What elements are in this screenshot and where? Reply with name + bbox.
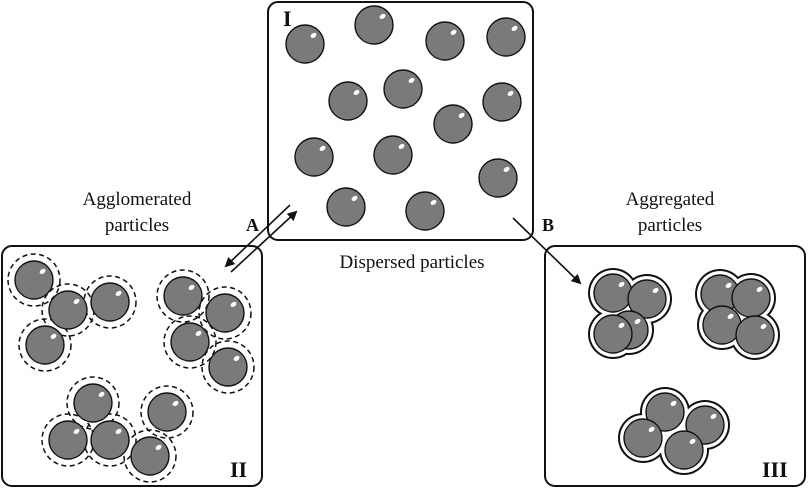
agglomerate-shell [66, 376, 120, 430]
aggregated-numeral: III [762, 457, 788, 482]
agglomerated-particle [48, 290, 88, 330]
aggregated-particle [735, 315, 775, 355]
dispersed-particle [328, 81, 368, 121]
aggregated-caption-line1: Aggregated [626, 189, 715, 210]
dispersed-caption: Dispersed particles [339, 252, 484, 273]
particle-layer [14, 5, 775, 476]
aggregated-particle [593, 273, 633, 313]
agglomerated-particle [90, 420, 130, 460]
agglomerated-numeral: II [230, 457, 247, 482]
agglomerated-caption-line1: Agglomerated [83, 189, 192, 210]
agglomerate-shell [140, 385, 194, 439]
agglomerated-particle [25, 325, 65, 365]
dispersed-particle [433, 104, 473, 144]
agglomerate-shell [156, 269, 210, 323]
agglomerated-particle [90, 282, 130, 322]
dispersed-particle [478, 158, 518, 198]
dispersed-particle [354, 5, 394, 45]
agglomerated-particle [163, 276, 203, 316]
arrow-b-label: B [542, 215, 554, 235]
aggregated-particle [664, 430, 704, 470]
agglomerated-caption-line2: particles [105, 215, 169, 236]
agglomerated-particle [130, 436, 170, 476]
aggregated-particle [593, 314, 633, 354]
agglomerate-shell [198, 286, 252, 340]
arrow-a-label: A [246, 215, 259, 235]
agglomerate-shell [7, 253, 61, 307]
aggregated-particle [623, 418, 663, 458]
dispersed-particle [383, 69, 423, 109]
agglomerated-particle [147, 392, 187, 432]
dispersed-particle [405, 191, 445, 231]
dispersed-particle [425, 21, 465, 61]
agglomerated-particle [205, 293, 245, 333]
agglomerate-shell [163, 315, 217, 369]
aggregated-particle [702, 305, 742, 345]
aggregated-caption-line2: particles [638, 215, 702, 236]
dispersed-particle [285, 24, 325, 64]
dispersed-particle [326, 187, 366, 227]
agglomerate-shell [201, 340, 255, 394]
dispersed-particle [486, 17, 526, 57]
aggregated-particle [731, 278, 771, 318]
agglomerate-shell [123, 429, 177, 483]
aggregated-particle [627, 279, 667, 319]
agglomerated-particle [170, 322, 210, 362]
agglomerated-particle [73, 383, 113, 423]
agglomerated-particle [14, 260, 54, 300]
agglomerated-particle [208, 347, 248, 387]
dispersed-particle [373, 135, 413, 175]
agglomerate-shell [18, 318, 72, 372]
arrow-a-forward [230, 210, 298, 273]
arrow-b [512, 217, 582, 285]
arrow-a-reverse [224, 204, 291, 268]
dispersed-panel [267, 1, 534, 241]
dispersed-particle [482, 82, 522, 122]
agglomerated-particle [48, 420, 88, 460]
dispersed-particle [294, 137, 334, 177]
dispersed-numeral: I [283, 6, 292, 31]
